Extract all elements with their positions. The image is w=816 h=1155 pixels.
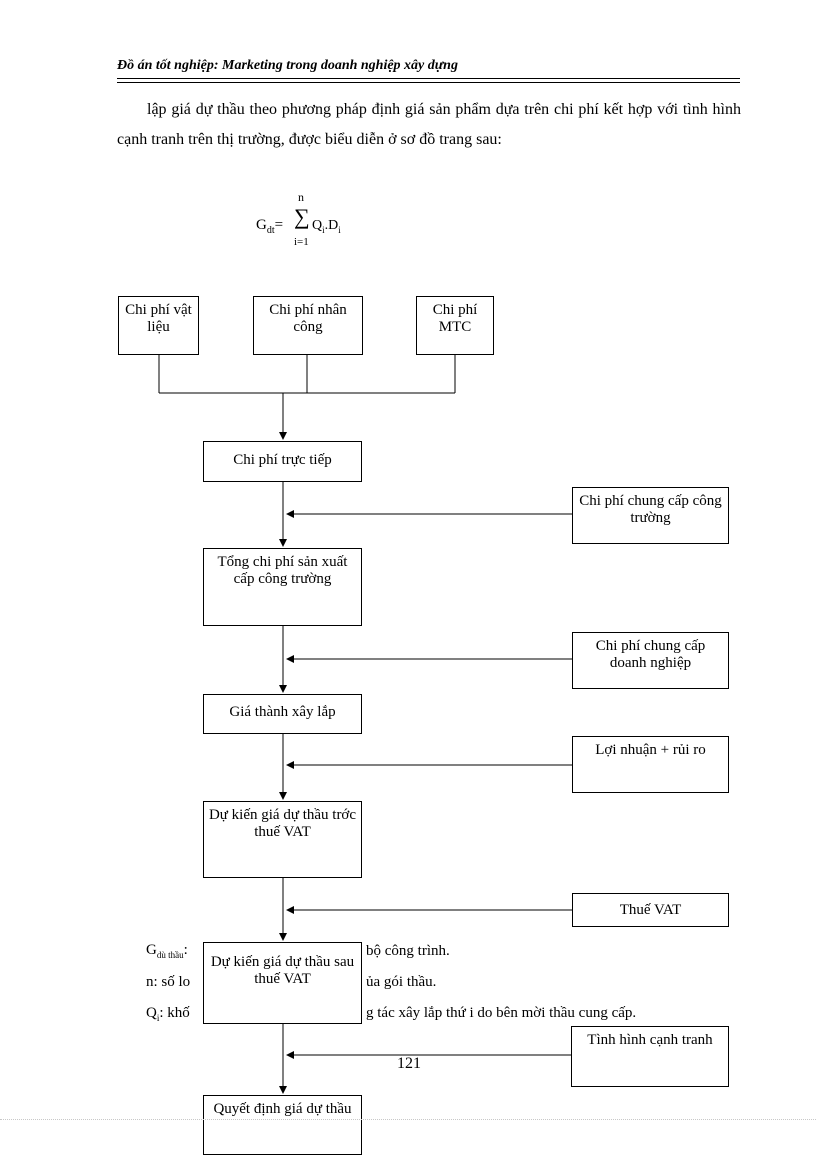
box-competition: Tình hình cạnh tranh (571, 1026, 729, 1087)
box-site-total: Tổng chi phí sản xuất cấp công trường (203, 548, 362, 626)
box-vat: Thuế VAT (572, 893, 729, 927)
header-rule-thick (117, 78, 740, 79)
box-cost-mtc: Chi phí MTC (416, 296, 494, 355)
formula-lhs: Gdt= (256, 217, 284, 236)
formula-sum-lower: i=1 (294, 236, 309, 248)
document-header-title: Đồ án tốt nghiệp: Marketing trong doanh … (117, 58, 458, 73)
box-profit-risk: Lợi nhuận + rủi ro (572, 736, 729, 793)
box-company-overhead: Chi phí chung cấp doanh nghiệp (572, 632, 729, 689)
definition-g: Gdù thầu: (146, 942, 188, 960)
formula-sigma: ∑ (294, 204, 310, 229)
bid-price-formula: Gdt= n ∑ i=1 Qi.Di (256, 190, 376, 250)
box-final-bid: Quyết định giá dự thầu (203, 1095, 362, 1155)
flowchart-connectors (158, 355, 572, 1094)
box-direct-cost: Chi phí trực tiếp (203, 441, 362, 482)
formula-rhs: Qi.Di (312, 218, 341, 235)
definition-q-tail: g tác xây lắp thứ i do bên mời thầu cung… (366, 1005, 637, 1021)
box-construction-cost: Giá thành xây lắp (203, 694, 362, 734)
page-number: 121 (397, 1055, 421, 1072)
box-cost-labor: Chi phí nhân công (253, 296, 363, 355)
box-site-overhead: Chi phí chung cấp công trường (572, 487, 729, 544)
definition-q-head: Qi: khố (146, 1005, 190, 1023)
definition-n-tail: ủa gói thầu. (366, 974, 437, 990)
definition-n-head: n: số lo (146, 974, 191, 990)
page-bottom-border (0, 1119, 816, 1120)
box-bid-before-tax: Dự kiến giá dự thầu trớc thuế VAT (203, 801, 362, 878)
box-cost-material: Chi phí vật liệu (118, 296, 199, 355)
definition-g-tail: bộ công trình. (366, 943, 450, 959)
formula-sum-upper: n (298, 190, 304, 204)
box-bid-after-tax: Dự kiến giá dự thầu sau thuế VAT (203, 942, 362, 1024)
header-rule-thin (117, 82, 740, 83)
intro-paragraph: lập giá dự thầu theo phương pháp định gi… (117, 101, 741, 148)
